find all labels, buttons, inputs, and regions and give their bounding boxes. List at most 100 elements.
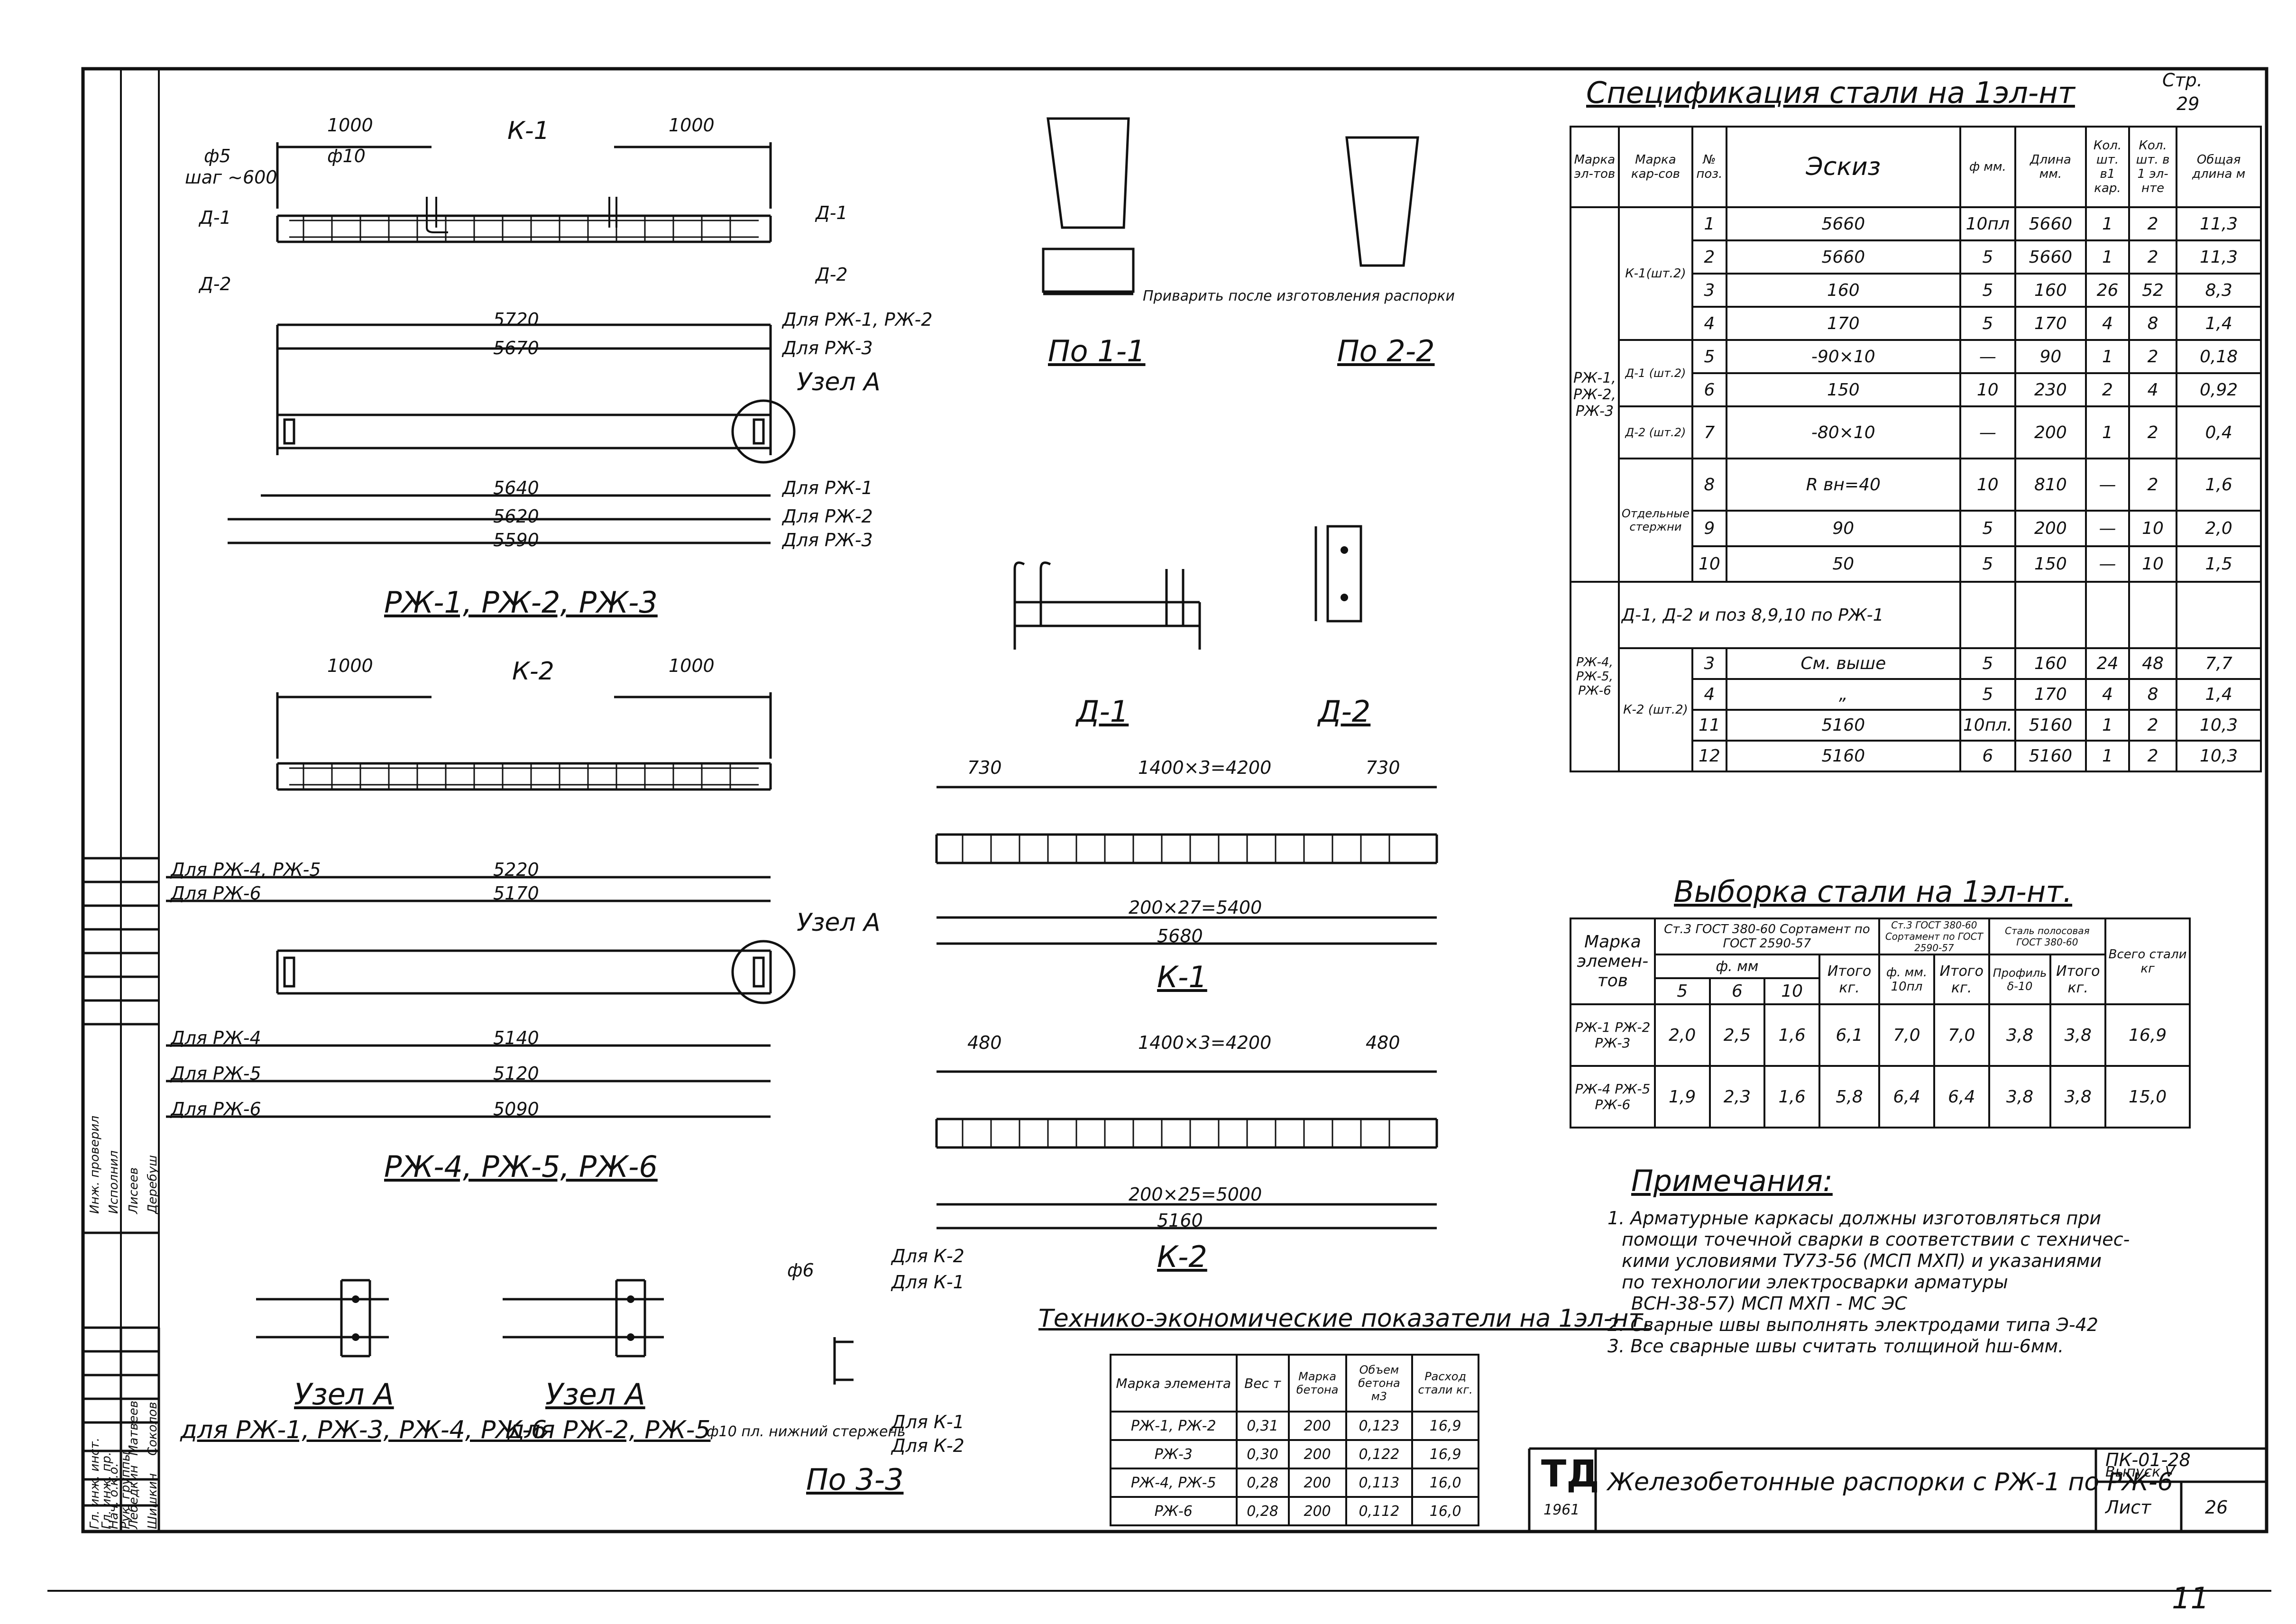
spec-cell: -80×10 <box>1725 405 1961 459</box>
vyb-h-f10: ф. мм. 10пл <box>1878 954 1935 1005</box>
vyb-cell: 5,8 <box>1818 1065 1881 1129</box>
d2-callout-right: Д-2 <box>816 264 848 285</box>
uzel-a-sub-2: для РЖ-2, РЖ-5 <box>507 1416 711 1444</box>
spec-group-a-d1: Д-1 (шт.2) <box>1617 339 1693 407</box>
k1-callout: К-1 <box>507 117 550 145</box>
uzel-a-sub-1: для РЖ-1, РЖ-3, РЖ-4, РЖ-6 <box>180 1416 547 1444</box>
spec-cell: 11,3 <box>2176 239 2262 275</box>
spec-cell: 6 <box>1691 372 1727 407</box>
tep-cell: РЖ-3 <box>1110 1439 1238 1469</box>
tep-h-volume: Объем бетона м3 <box>1345 1354 1414 1413</box>
spec-cell: 7,7 <box>2176 647 2262 680</box>
spec-h-len: Длина мм. <box>2014 126 2087 208</box>
left-names-block-2: Лисеев Деребуш <box>124 1010 162 1214</box>
tep-cell: РЖ-1, РЖ-2 <box>1110 1411 1238 1441</box>
spec-cell: 1 <box>2085 740 2130 772</box>
vyb-h-mark: Марка элемен-тов <box>1570 918 1656 1005</box>
spec-cell: 1 <box>1691 206 1727 241</box>
tep-title: Технико-экономические показатели на 1эл-… <box>1038 1304 1651 1333</box>
vyb-cell: 3,8 <box>1988 1003 2052 1067</box>
spec-h-n2: Кол. шт. в 1 эл-нте <box>2128 126 2178 208</box>
k1-title: К-1 <box>1157 960 1207 994</box>
spec-cell: 2 <box>2128 239 2178 275</box>
spec-cell: — <box>2085 458 2130 512</box>
spec-cell: 160 <box>1725 273 1961 308</box>
spec-cell: 4 <box>2128 372 2178 407</box>
spec-cell: 5 <box>1959 510 2016 547</box>
spec-cell: 8 <box>1691 458 1727 512</box>
spec-cell: 2 <box>2128 339 2178 374</box>
spec-cell: 1,4 <box>2176 678 2262 711</box>
for-rzh1: Для РЖ-1 <box>782 477 873 498</box>
for-rzh12: Для РЖ-1, РЖ-2 <box>782 309 933 330</box>
spec-cell: 230 <box>2014 372 2087 407</box>
spec-cell: 10,3 <box>2176 740 2262 772</box>
k2-callout: К-2 <box>512 657 554 686</box>
vyb-cell: 1,9 <box>1653 1065 1711 1129</box>
spec-cell: 8 <box>2128 306 2178 341</box>
stamp-issue: Выпуск V <box>2105 1464 2175 1480</box>
vyb-cell: 3,8 <box>2049 1065 2107 1129</box>
spec-cell: 4 <box>1691 306 1727 341</box>
dim-5170: 5170 <box>493 883 539 904</box>
tep-cell: 200 <box>1287 1411 1347 1441</box>
tep-cell: 16,0 <box>1411 1496 1479 1526</box>
vyb-h-itogo1: Итого кг. <box>1818 954 1881 1005</box>
s33-for-k2-top: Для К-2 <box>891 1246 964 1266</box>
vyb-cell: 6,4 <box>1933 1065 1990 1129</box>
title-rzh-4-6: РЖ-4, РЖ-5, РЖ-6 <box>384 1149 658 1184</box>
spec-group-a-d2: Д-2 (шт.2) <box>1617 405 1693 459</box>
vyb-cell: РЖ-1 РЖ-2 РЖ-3 <box>1570 1003 1656 1067</box>
spec-title: Спецификация стали на 1эл-нт <box>1586 75 2075 110</box>
spec-cell: 5160 <box>2014 740 2087 772</box>
dim-1000-d: 1000 <box>669 655 715 676</box>
spec-cell: 1 <box>2085 206 2130 241</box>
s33-phi6: ф6 <box>787 1260 814 1281</box>
spec-cell: 2,0 <box>2176 510 2262 547</box>
spec-cell: 2 <box>2128 740 2178 772</box>
tep-table: Марка элемента Вес т Марка бетона Объем … <box>1110 1354 1479 1526</box>
uzel-a-title-1: Узел А <box>294 1377 394 1412</box>
spec-cell: 7 <box>1691 405 1727 459</box>
spec-cell: — <box>2085 510 2130 547</box>
spec-cell: 810 <box>2014 458 2087 512</box>
spec-cell: — <box>1959 405 2016 459</box>
spec-cell: 5660 <box>1725 239 1961 275</box>
uzel-a-callout: Узел А <box>797 368 881 396</box>
dim-5620: 5620 <box>493 506 539 527</box>
vyb-h-d10: 10 <box>1763 977 1821 1005</box>
spec-cell: — <box>1959 339 2016 374</box>
vyb-cell: 7,0 <box>1878 1003 1935 1067</box>
for-rzh45: Для РЖ-4, РЖ-5 <box>171 859 321 880</box>
vyb-cell: 1,6 <box>1763 1003 1821 1067</box>
spec-cell: 200 <box>2014 405 2087 459</box>
spec-cell: 5 <box>1959 273 2016 308</box>
k1-dim-730a: 730 <box>967 757 1002 778</box>
k2-dim-480b: 480 <box>1366 1032 1400 1053</box>
d2-callout: Д-2 <box>199 274 231 294</box>
tep-cell: 0,28 <box>1235 1496 1290 1526</box>
name: Лисеев <box>127 1167 141 1214</box>
vyb-cell: 15,0 <box>2104 1065 2191 1129</box>
tep-cell: РЖ-6 <box>1110 1496 1238 1526</box>
spec-cell: 3 <box>1691 273 1727 308</box>
spec-cell: 5 <box>1959 545 2016 583</box>
spec-cell: 5160 <box>1725 740 1961 772</box>
dim-5720: 5720 <box>493 309 539 330</box>
tep-cell: 0,123 <box>1345 1411 1414 1441</box>
spec-cell: См. выше <box>1725 647 1961 680</box>
spec-cell: 5160 <box>1725 709 1961 742</box>
vyb-cell: 3,8 <box>1988 1065 2052 1129</box>
for-rzh6: Для РЖ-6 <box>171 883 261 904</box>
k1-dim-730b: 730 <box>1366 757 1400 778</box>
